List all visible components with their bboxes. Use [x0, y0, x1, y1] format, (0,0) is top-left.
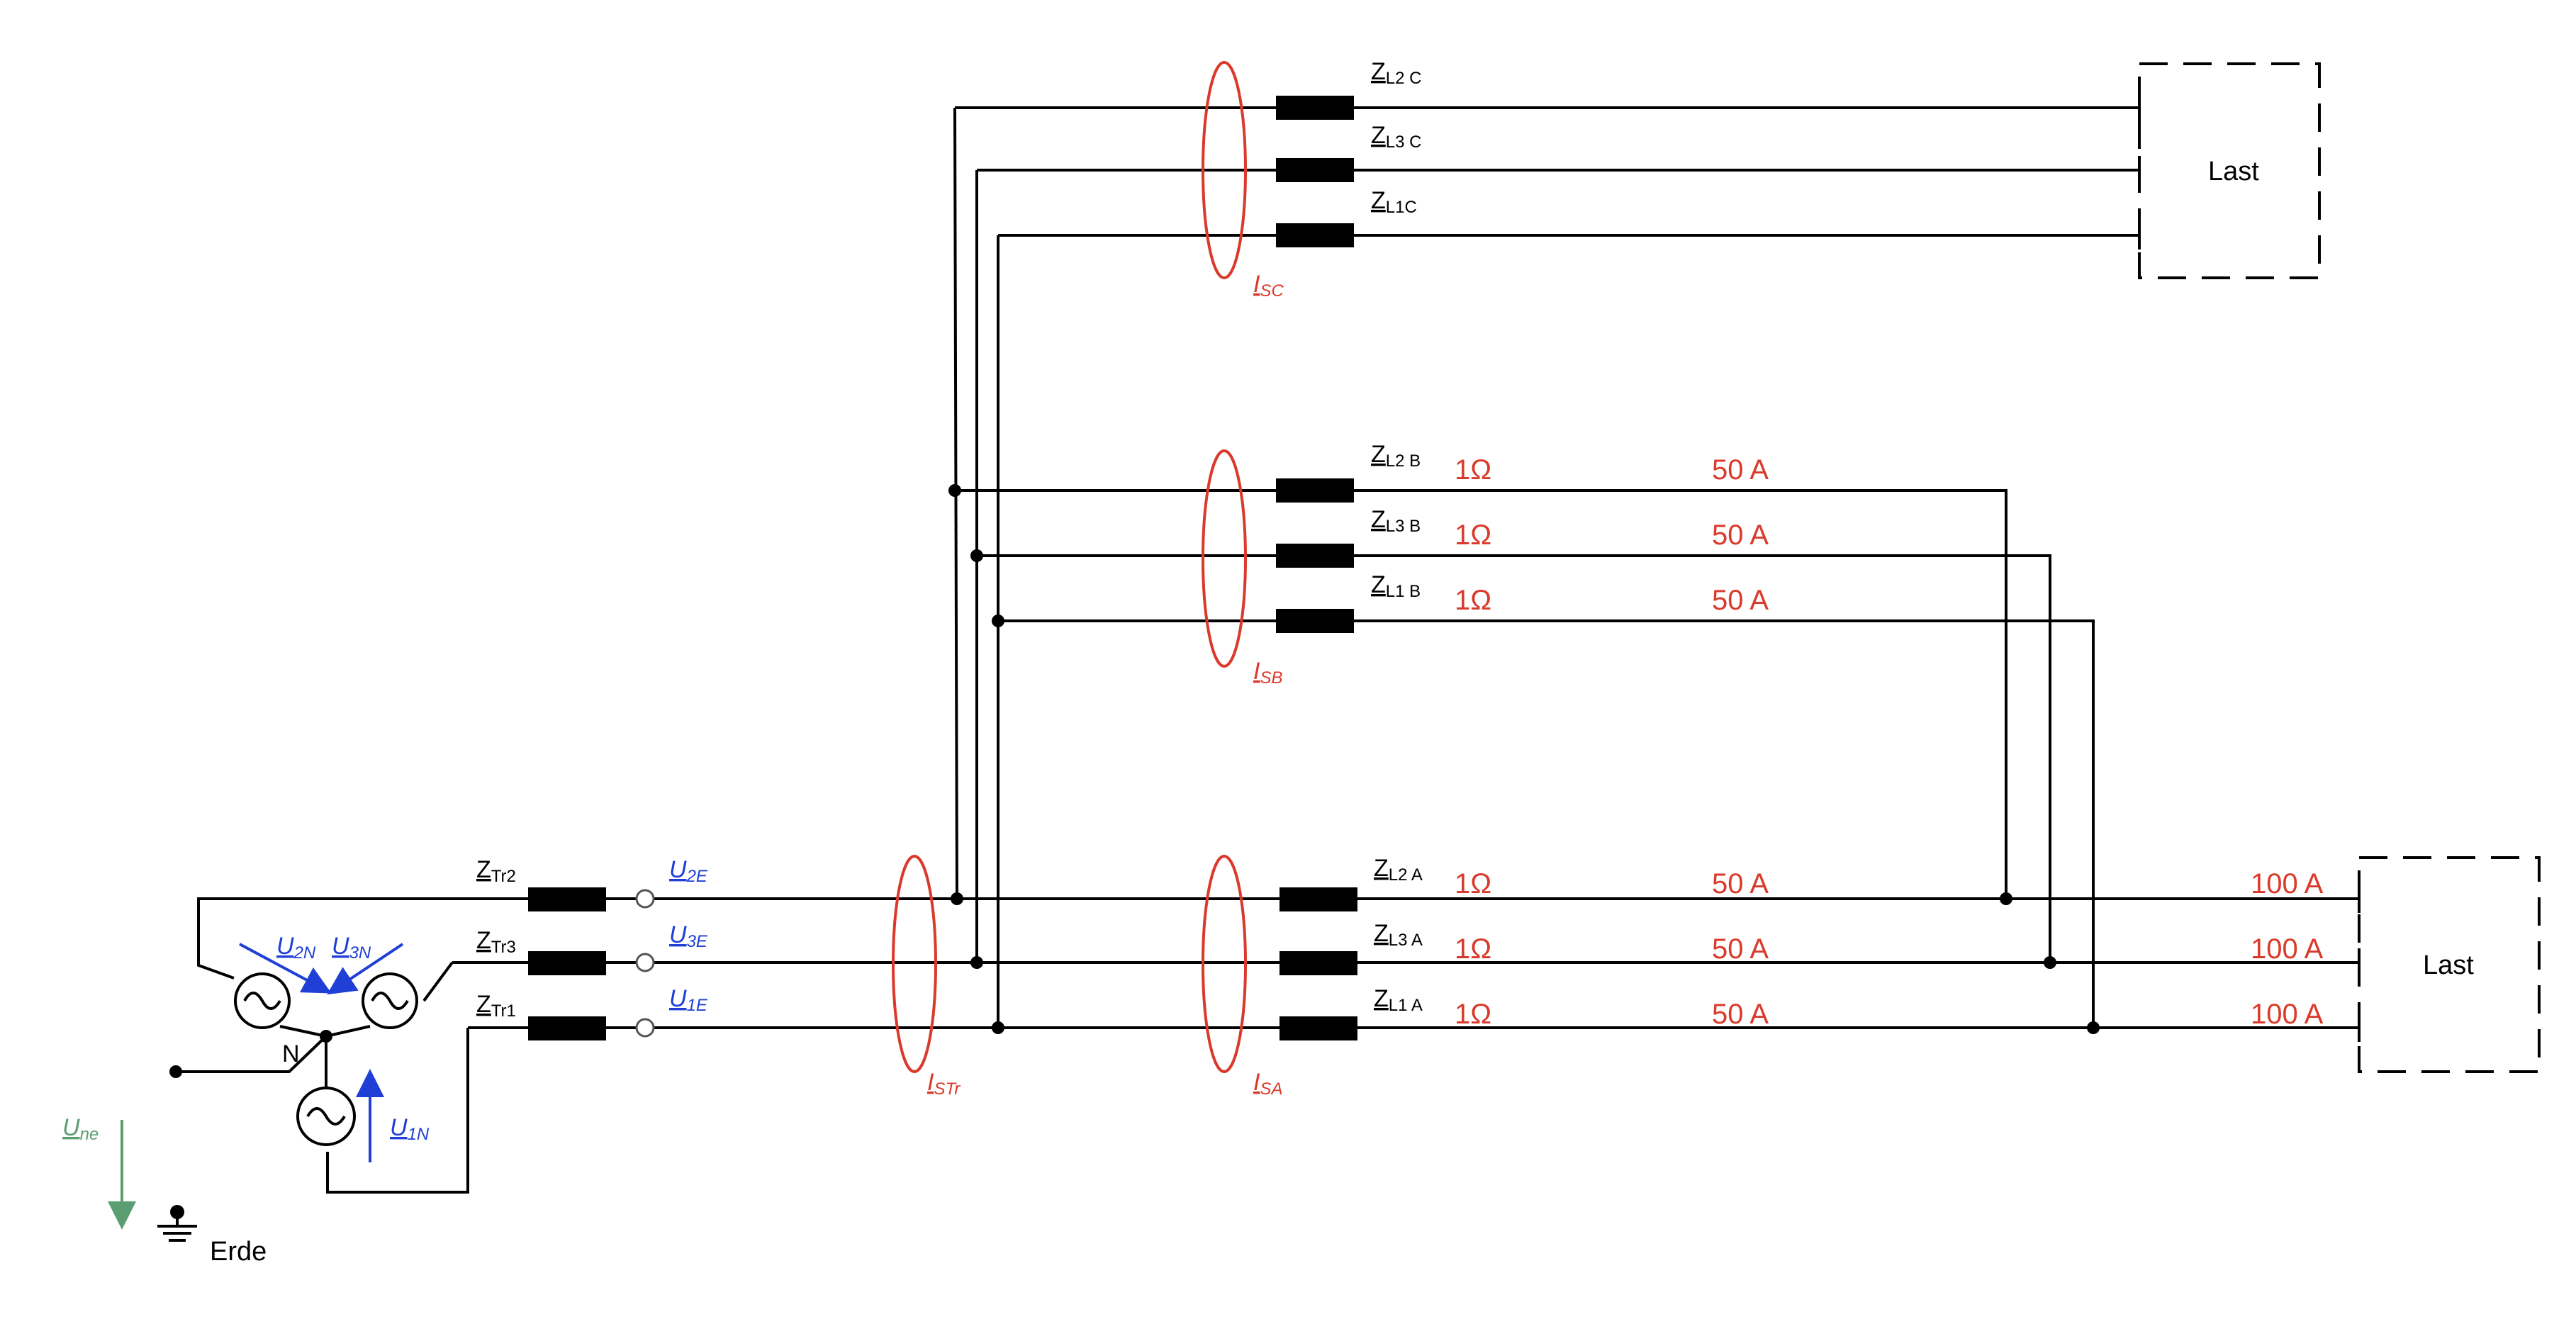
impedance-icon — [1276, 96, 1354, 120]
isa-label: ISA — [1253, 1069, 1282, 1099]
u1n-label: U1N — [390, 1114, 430, 1144]
junction-dot — [948, 484, 961, 497]
impedance-icon — [528, 887, 606, 911]
zl1a-label: ZL1 A — [1374, 985, 1423, 1015]
wire-l3b — [977, 554, 2051, 963]
il3b-label: 50 A — [1712, 520, 1769, 551]
il2a-label: 50 A — [1712, 868, 1769, 899]
impedances — [528, 96, 1357, 1040]
sources — [234, 972, 418, 1146]
terminals — [635, 889, 655, 1038]
current-clamp-icon — [1202, 855, 1247, 1073]
wire-neutral-right — [325, 1025, 371, 1038]
impedance-icon — [1276, 609, 1354, 633]
impedance-icon — [1276, 544, 1354, 568]
zl2c-label: ZL2 C — [1371, 58, 1421, 88]
wire-l2b — [955, 489, 2007, 899]
zl3c-label: ZL3 C — [1371, 122, 1421, 152]
isb-label: ISB — [1253, 658, 1282, 688]
junction-dot — [970, 549, 983, 562]
junction-dot — [2044, 956, 2056, 969]
neutral-label: N — [282, 1040, 300, 1067]
ztr1-label: ZTr1 — [476, 991, 516, 1021]
wire-l2-source — [197, 897, 459, 980]
ground-icon — [157, 1205, 197, 1242]
rl1a-label: 1Ω — [1455, 999, 1491, 1030]
impedance-icon — [528, 1016, 606, 1040]
impedance-icon — [1276, 223, 1354, 247]
impedance-icon — [528, 951, 606, 975]
impedance-icon — [1276, 158, 1354, 182]
istr-label: ISTr — [927, 1069, 961, 1099]
une-label: Une — [62, 1114, 99, 1144]
u1e-label: U1E — [669, 985, 708, 1015]
wire-neutral-left — [279, 1025, 327, 1038]
impedance-icon — [1279, 951, 1357, 975]
il2b-label: 50 A — [1712, 454, 1769, 486]
terminal-icon — [635, 1018, 655, 1038]
isc-label: ISC — [1253, 271, 1284, 301]
u2n-label: U2N — [276, 933, 316, 963]
loads — [2138, 62, 2541, 1073]
current-clamp-icon — [1202, 449, 1247, 668]
current-clamp-icon — [892, 855, 937, 1073]
u2e-label: U2E — [669, 856, 708, 886]
junction-dot — [320, 1030, 332, 1043]
il1b-label: 50 A — [1712, 585, 1769, 616]
zl1b-label: ZL1 B — [1371, 571, 1421, 601]
itot-l1-label: 100 A — [2251, 999, 2324, 1030]
junction-dot — [992, 615, 1004, 627]
zl1c-label: ZL1C — [1371, 187, 1417, 217]
terminal-icon — [635, 953, 655, 972]
current-clamp-icon — [1202, 61, 1247, 279]
wire-neutral — [176, 1035, 327, 1073]
junction-dot — [970, 956, 983, 969]
rl3b-label: 1Ω — [1455, 520, 1491, 551]
zl2b-label: ZL2 B — [1371, 441, 1421, 471]
clamps — [892, 61, 1247, 1073]
impedance-icon — [1276, 478, 1354, 503]
zl2a-label: ZL2 A — [1374, 855, 1423, 885]
u3n-label: U3N — [332, 933, 371, 963]
ztr3-label: ZTr3 — [476, 927, 516, 957]
riser-l2 — [953, 107, 958, 899]
rl3a-label: 1Ω — [1455, 933, 1491, 965]
junction-dot — [2000, 892, 2012, 905]
junction-dot — [951, 892, 963, 905]
earth-label: Erde — [210, 1237, 267, 1267]
u2n-arrow — [239, 943, 332, 994]
il3a-label: 50 A — [1712, 933, 1769, 965]
il1a-label: 50 A — [1712, 999, 1769, 1030]
u3e-label: U3E — [669, 921, 708, 951]
rl1b-label: 1Ω — [1455, 585, 1491, 616]
junctions — [169, 484, 2100, 1078]
rl2b-label: 1Ω — [1455, 454, 1491, 486]
wire-l1b — [998, 619, 2095, 1028]
itot-l3-label: 100 A — [2251, 933, 2324, 965]
load-bottom-label: Last — [2423, 950, 2474, 980]
rl2a-label: 1Ω — [1455, 868, 1491, 899]
ztr2-label: ZTr2 — [476, 856, 516, 886]
junction-dot — [992, 1021, 1004, 1034]
zl3b-label: ZL3 B — [1371, 506, 1421, 536]
ac-source-icon — [234, 972, 291, 1029]
terminal-icon — [635, 889, 655, 909]
junction-dot — [169, 1065, 182, 1078]
zl3a-label: ZL3 A — [1374, 920, 1423, 950]
wire-l1-source — [326, 1028, 469, 1194]
load-top-label: Last — [2208, 157, 2259, 186]
impedance-icon — [1279, 1016, 1357, 1040]
ac-source-icon — [296, 1087, 356, 1146]
impedance-icon — [1279, 887, 1357, 911]
wire-l3-source-bend — [422, 961, 454, 1002]
u3n-arrow — [327, 943, 404, 995]
ac-source-icon — [362, 972, 418, 1029]
wires — [176, 106, 2359, 1194]
junction-dot — [2087, 1021, 2100, 1034]
itot-l2-label: 100 A — [2251, 868, 2324, 899]
